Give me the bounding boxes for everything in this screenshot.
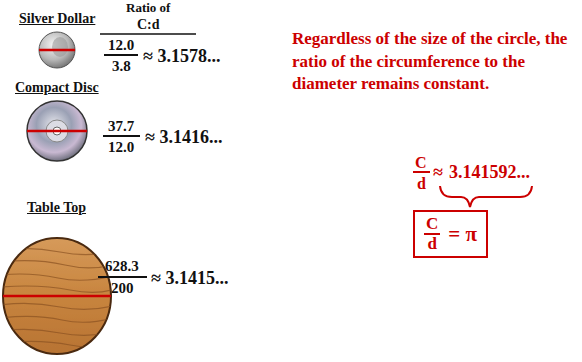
denominator: 200 [111, 279, 134, 297]
numerator: C [424, 215, 440, 235]
numerator: 628.3 [105, 257, 139, 275]
diameter-line [3, 295, 111, 298]
denominator: d [417, 174, 426, 193]
fraction-bar [104, 54, 138, 56]
denominator: 12.0 [108, 138, 134, 156]
grain-line [0, 286, 120, 292]
diameter-line [39, 49, 75, 52]
fraction: Cd [424, 215, 440, 253]
table-top-illustration [3, 238, 111, 354]
column-heading: Table Top [27, 199, 86, 216]
column-heading: Silver Dollar [19, 10, 95, 27]
fraction-bar [413, 171, 430, 173]
header-underline [100, 33, 196, 35]
column-header: Ratio of [126, 0, 170, 16]
grain-line [0, 303, 120, 309]
numerator: C [415, 153, 427, 172]
cd-illustration [27, 101, 87, 161]
denominator: 3.8 [112, 57, 131, 75]
fraction-bar [103, 135, 140, 137]
diameter-line [27, 130, 87, 133]
grain-line [0, 329, 120, 335]
ratio-value: ≈ 3.1578... [143, 46, 220, 67]
column-header: C:d [137, 16, 160, 33]
pi-value: 3.141592... [449, 162, 530, 183]
grain-line [0, 261, 120, 268]
ratio-value: ≈ 3.1415... [151, 268, 228, 289]
result-box: Cd = π [413, 210, 488, 258]
coin-face [52, 37, 68, 57]
note-text: Regardless of the size of the circle, th… [292, 28, 580, 96]
coin-illustration [39, 32, 75, 68]
column-heading: Compact Disc [15, 79, 99, 96]
grain-line [0, 316, 120, 322]
numerator: 12.0 [108, 36, 134, 54]
fraction-bar [98, 276, 147, 278]
grain-line [0, 248, 120, 254]
brace [440, 186, 532, 207]
equation-text: = π [448, 222, 477, 247]
wood-grain [0, 248, 120, 347]
approx-sign: ≈ [433, 162, 443, 183]
grain-line [0, 341, 120, 347]
ratio-value: ≈ 3.1416... [145, 127, 222, 148]
numerator: 37.7 [108, 117, 134, 135]
denominator: d [427, 235, 436, 253]
